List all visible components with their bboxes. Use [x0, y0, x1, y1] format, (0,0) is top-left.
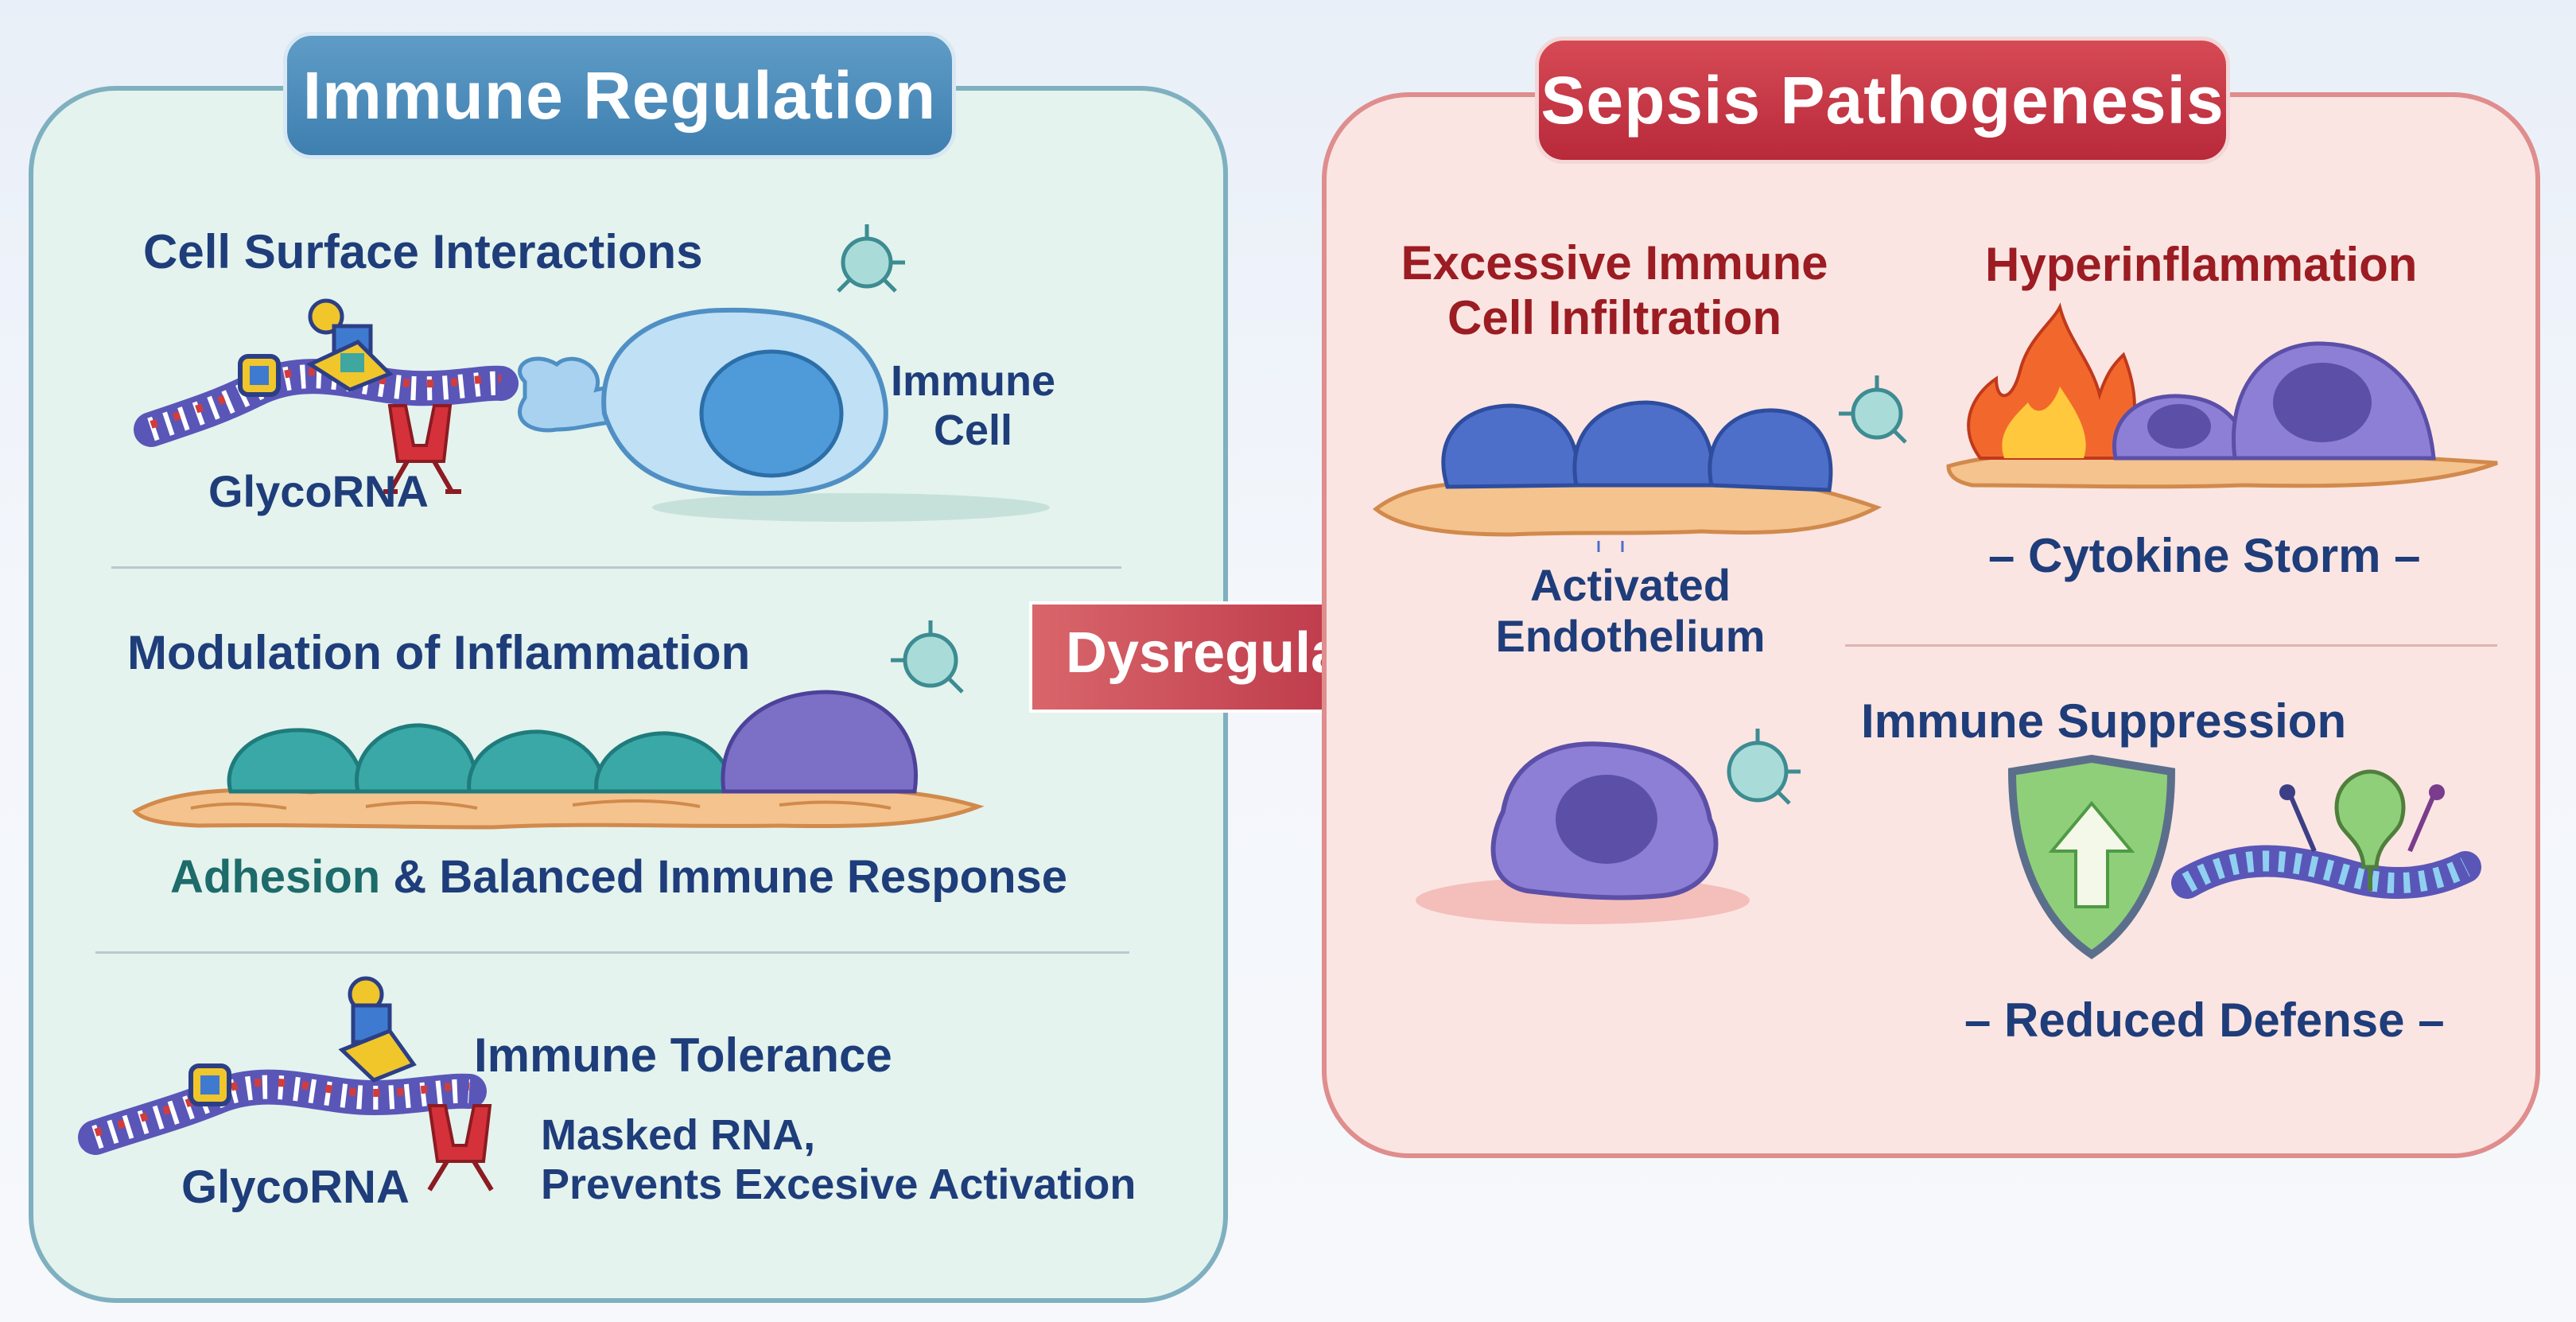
immune-cell-icon — [518, 307, 888, 496]
suppressed-cell-illustration — [1416, 729, 1801, 924]
tolerance-caption-line2: Prevents Excesive Activation — [541, 1161, 1136, 1209]
sepsis-pathogenesis-panel — [1322, 92, 2540, 1158]
sepsis-pathogenesis-title: Sepsis Pathogenesis — [1535, 37, 2230, 164]
fire-icon — [1967, 302, 2136, 460]
modulation-caption: Adhesion & Balanced Immune Response — [170, 851, 1067, 904]
infiltration-caption: Activated Endothelium — [1495, 560, 1766, 663]
glycorna-label-top: GlycoRNA — [208, 466, 429, 516]
infiltration-caption-line2: Endothelium — [1495, 611, 1766, 662]
balanced-response-text: & Balanced Immune Response — [393, 851, 1068, 903]
rna-strand-icon — [78, 1069, 487, 1155]
cell-surface-heading: Cell Surface Interactions — [143, 225, 703, 278]
virus-icon — [1727, 729, 1801, 805]
glycorna-tolerance-illustration — [78, 976, 494, 1192]
immune-regulation-title: Immune Regulation — [283, 32, 956, 159]
reduced-defense-illustration — [2007, 754, 2481, 960]
virus-icon — [837, 224, 905, 293]
glycan-icon — [238, 298, 394, 397]
immune-cell-label: Immune Cell — [891, 356, 1055, 455]
cytokine-storm-caption: – Cytokine Storm – — [1988, 529, 2421, 582]
virus-icon — [891, 620, 964, 694]
shield-icon — [2007, 754, 2176, 960]
immune-cell-label-line2: Cell — [934, 406, 1013, 455]
immune-cell-label-line1: Immune — [891, 357, 1056, 405]
endothelium-balanced-illustration — [132, 620, 985, 830]
receptor-icon — [2279, 769, 2445, 891]
tolerance-caption-line1: Masked RNA, — [541, 1111, 816, 1159]
glycan-icon — [188, 976, 417, 1106]
activated-endothelium-illustration — [1372, 375, 1907, 552]
infiltration-heading: Excessive Immune Cell Infiltration — [1384, 235, 1845, 345]
infiltration-heading-line1: Excessive Immune — [1401, 236, 1828, 290]
tolerance-heading: Immune Tolerance — [474, 1028, 892, 1082]
glycorna-label-bottom: GlycoRNA — [181, 1161, 410, 1213]
modulation-heading: Modulation of Inflammation — [127, 626, 751, 679]
virus-icon — [1839, 375, 1907, 444]
suppression-heading: Immune Suppression — [1861, 694, 2347, 748]
left-divider-1 — [111, 566, 1121, 569]
reduced-defense-caption: – Reduced Defense – — [1964, 993, 2445, 1047]
infiltration-caption-line1: Activated — [1529, 560, 1731, 610]
infiltration-heading-line2: Cell Infiltration — [1447, 291, 1781, 344]
hyperinflammation-illustration — [1946, 302, 2498, 489]
hyperinflammation-heading: Hyperinflammation — [1985, 238, 2418, 291]
adhesion-word: Adhesion — [170, 851, 381, 903]
right-divider — [1845, 644, 2497, 647]
left-divider-2 — [95, 951, 1129, 954]
tolerance-caption: Masked RNA, Prevents Excesive Activation — [541, 1110, 1136, 1209]
receptor-icon — [427, 1104, 494, 1192]
glycorna-cell-surface-illustration — [134, 224, 1050, 522]
receptor-icon — [383, 404, 461, 494]
rna-strand-icon — [2171, 845, 2481, 900]
